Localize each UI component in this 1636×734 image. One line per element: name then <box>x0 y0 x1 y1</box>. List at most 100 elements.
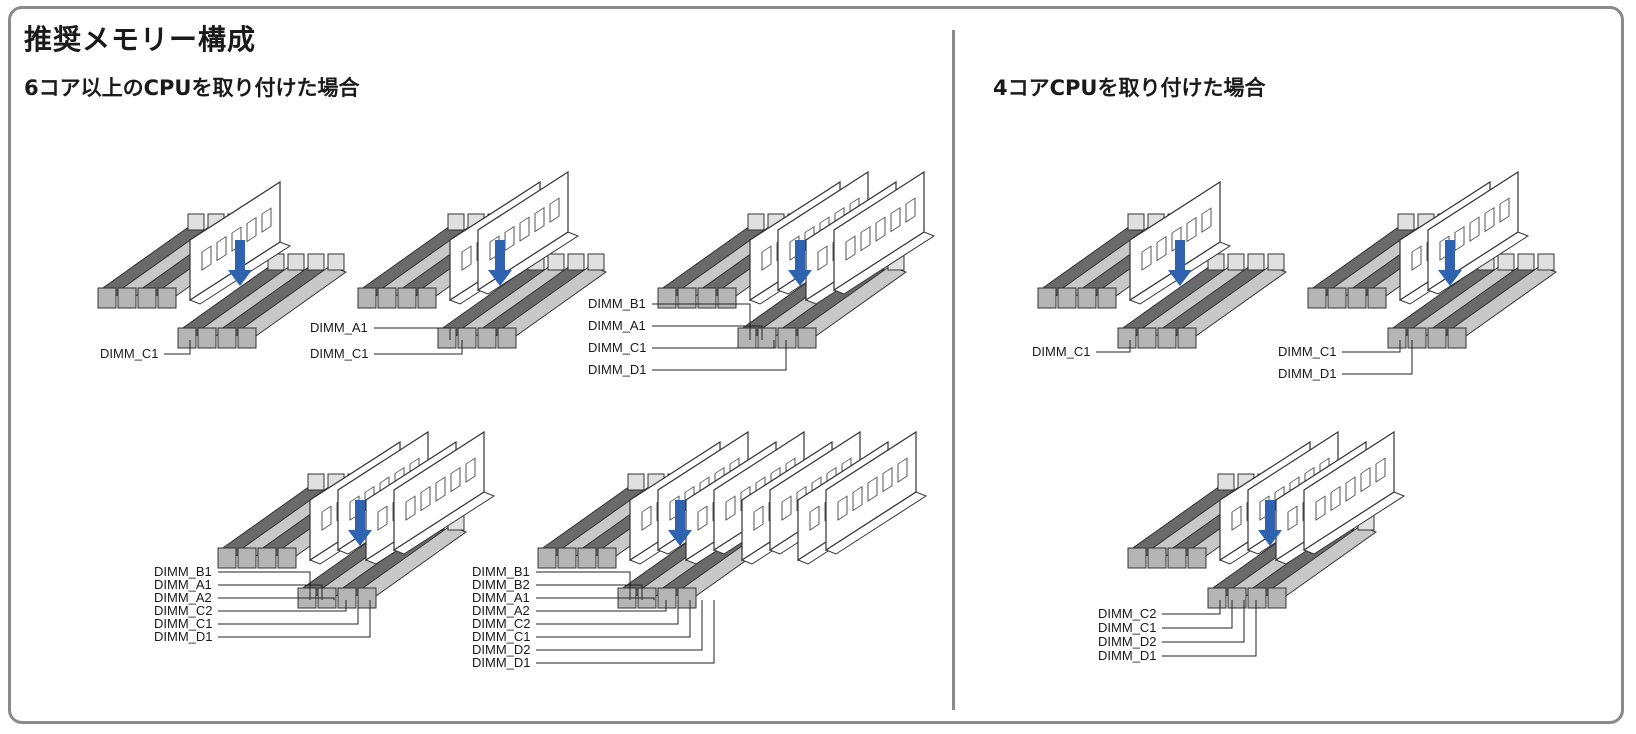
slot-latch <box>357 587 377 609</box>
memory-chip <box>534 206 545 233</box>
slot-latch <box>1407 327 1427 349</box>
memory-chip <box>246 216 257 243</box>
slot-latch <box>737 327 757 349</box>
dimm-label: DIMM_A2 <box>472 603 530 618</box>
slot-latch <box>417 287 437 309</box>
dimm-label: DIMM_D2 <box>1098 634 1157 649</box>
leader-line <box>1342 340 1413 375</box>
slot-latch <box>1387 327 1407 349</box>
dimm-label: DIMM_B1 <box>154 564 212 579</box>
memory-chip <box>1156 235 1167 262</box>
dimm-label: DIMM_D1 <box>1278 366 1337 381</box>
slot-latch <box>557 547 577 569</box>
memory-chip <box>1345 476 1356 502</box>
memory-chip <box>753 505 764 531</box>
slot-latch <box>697 287 717 309</box>
slot-latch <box>157 287 177 309</box>
leader-line <box>1096 340 1131 353</box>
memory-chip <box>461 245 472 271</box>
slot-latch <box>497 327 517 349</box>
section-heading-6core: 6コア以上のCPUを取り付けた場合 <box>24 76 360 100</box>
leader-line <box>218 600 359 625</box>
slot-latch <box>1127 213 1145 231</box>
slot-latch <box>1517 253 1535 271</box>
memory-chip <box>1186 216 1197 243</box>
section-heading-4core: 4コアCPUを取り付けた場合 <box>993 76 1266 100</box>
memory-chip <box>549 197 560 223</box>
memory-chip <box>519 216 530 242</box>
slot-latch <box>677 287 697 309</box>
install-arrow <box>1438 240 1462 286</box>
memory-chip <box>435 476 446 502</box>
dimm-label: DIMM_A2 <box>154 590 212 605</box>
memory-chip <box>845 235 856 261</box>
slot-latch <box>1497 253 1515 271</box>
dimm-label: DIMM_B1 <box>588 296 646 311</box>
dimm-label: DIMM_B2 <box>472 577 530 592</box>
leader-line <box>1162 600 1221 615</box>
slot-latch <box>1367 287 1387 309</box>
memory-chip <box>1201 207 1212 233</box>
slot-latch <box>547 253 565 271</box>
leader-line <box>374 340 463 355</box>
slot-latch <box>447 213 465 231</box>
dimm-config: DIMM_C1 <box>97 180 348 361</box>
slot-latch <box>1147 547 1167 569</box>
slot-latch <box>1097 287 1117 309</box>
memory-chip <box>1231 505 1242 531</box>
leader-line <box>374 327 451 340</box>
memory-chip <box>761 245 772 271</box>
slot-latch <box>1227 253 1245 271</box>
dimm-label: DIMM_C1 <box>1098 620 1157 635</box>
memory-chip <box>697 505 708 531</box>
memory-chip <box>321 505 332 531</box>
memory-chip <box>1330 485 1341 512</box>
memory-chip <box>882 466 893 493</box>
leader-line <box>1342 340 1401 353</box>
leader-line <box>536 600 679 625</box>
slot-latch <box>287 253 305 271</box>
slot-latch <box>1247 253 1265 271</box>
dimm-label: DIMM_C1 <box>310 346 369 361</box>
slot-latch <box>257 547 277 569</box>
dimm-config: DIMM_C1 <box>1032 180 1288 359</box>
dimm-label: DIMM_C1 <box>472 629 531 644</box>
slot-latch <box>597 547 617 569</box>
slot-latch <box>1427 327 1447 349</box>
dimm-label: DIMM_C1 <box>154 616 213 631</box>
leader-line <box>536 600 703 651</box>
slot-latch <box>1447 327 1467 349</box>
memory-chip <box>725 495 736 521</box>
memory-chip <box>1141 245 1152 271</box>
dimm-config: DIMM_B1DIMM_B2DIMM_A1DIMM_A2DIMM_C2DIMM_… <box>472 430 928 670</box>
slot-latch <box>357 287 377 309</box>
memory-chip <box>405 495 416 521</box>
memory-chip <box>1411 245 1422 271</box>
slot-latch <box>1037 287 1057 309</box>
leader-line <box>1162 600 1257 657</box>
leader-line <box>536 584 643 600</box>
slot-latch <box>677 587 697 609</box>
slot-latch <box>327 253 345 271</box>
slot-latch <box>1267 253 1285 271</box>
memory-chip <box>1315 495 1326 521</box>
leader-line <box>536 600 691 638</box>
memory-chip <box>809 505 820 531</box>
dimm-label: DIMM_B1 <box>472 564 530 579</box>
dimm-label: DIMM_C2 <box>154 603 213 618</box>
install-arrow <box>788 240 812 286</box>
slot-latch <box>457 327 477 349</box>
dimm-label: DIMM_C1 <box>100 346 159 361</box>
slot-latch <box>97 287 117 309</box>
leader-line <box>1162 600 1245 643</box>
memory-chip <box>1360 466 1371 493</box>
memory-chip <box>450 466 461 493</box>
slot-latch <box>437 327 457 349</box>
memory-chip <box>852 485 863 512</box>
memory-chip <box>465 457 476 483</box>
slot-latch <box>1307 287 1327 309</box>
leader-line <box>536 600 667 612</box>
leader-line <box>164 340 191 355</box>
leader-line <box>218 600 347 612</box>
